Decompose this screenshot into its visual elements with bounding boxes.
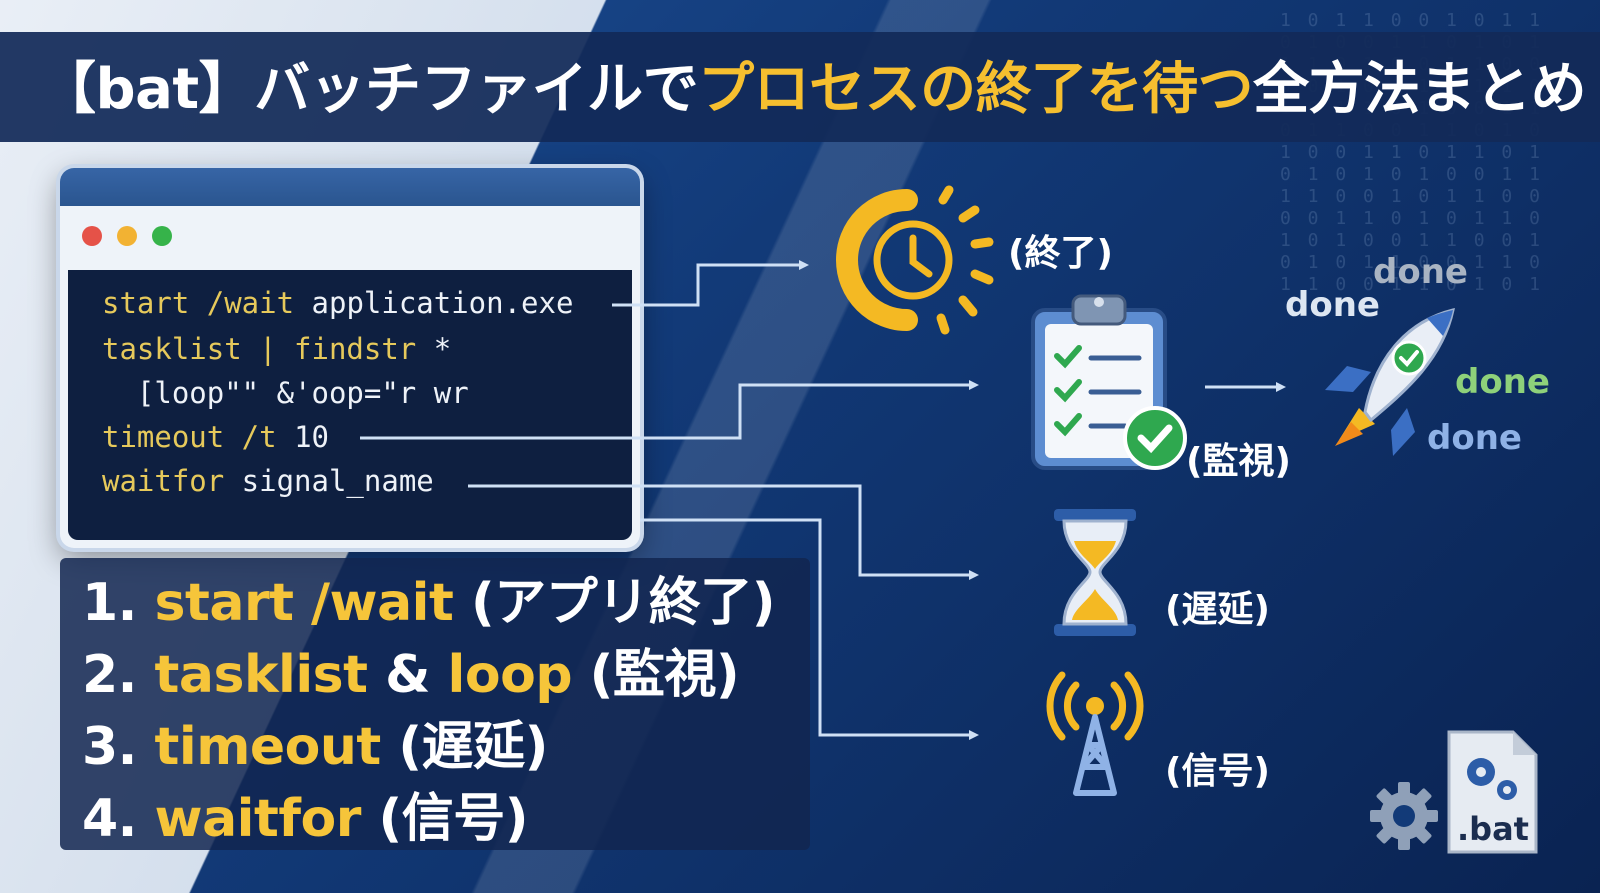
code-window: start /wait application.exe tasklist | f…	[60, 168, 640, 548]
window-close-dot	[82, 226, 102, 246]
done-label: done	[1285, 285, 1380, 325]
label-end: (終了)	[1008, 233, 1113, 274]
clipboard-checklist-icon	[1031, 294, 1187, 470]
title-bar	[0, 32, 1600, 142]
code-line: start /wait application.exe	[102, 286, 574, 320]
window-maximize-dot	[152, 226, 172, 246]
connector-delay	[468, 484, 979, 580]
method-item-3: 3. timeout (遅延)	[82, 717, 548, 777]
title-highlight: プロセスの終了を待つ	[698, 57, 1254, 122]
done-label: done	[1373, 252, 1468, 292]
page-title: 【bat】バッチファイルでプロセスの終了を待つ全方法まとめ	[40, 57, 1587, 122]
methods-list	[60, 558, 810, 850]
connector-end	[612, 260, 809, 307]
clock-sun-icon	[836, 185, 994, 335]
bat-file-label: .bat	[1457, 810, 1529, 848]
label-signal: (信号)	[1165, 751, 1270, 792]
code-editor: start /wait application.exe tasklist | f…	[68, 270, 632, 540]
method-item-2: 2. tasklist & loop (監視)	[82, 645, 740, 705]
code-line: tasklist | findstr *	[102, 332, 452, 366]
gear-icon	[1370, 782, 1438, 850]
code-line: waitfor signal_name	[102, 464, 434, 498]
code-line: timeout /t 10	[102, 420, 329, 454]
method-item-4: 4. waitfor (信号)	[82, 789, 529, 849]
connector-signal	[640, 518, 979, 740]
connector-monitor	[360, 380, 979, 440]
done-label: done	[1427, 418, 1522, 458]
code-window-titlebar	[60, 168, 640, 206]
label-monitor: (監視)	[1186, 441, 1291, 482]
hourglass-icon	[1054, 509, 1136, 636]
antenna-signal-icon	[1046, 671, 1144, 796]
label-delay: (遅延)	[1165, 589, 1270, 630]
code-line: [loop"" &'oop="r wr	[102, 376, 469, 410]
method-item-1: 1. start /wait (アプリ終了)	[82, 573, 775, 633]
window-minimize-dot	[117, 226, 137, 246]
bat-file-icon	[1447, 730, 1538, 854]
rocket-icon	[1325, 307, 1455, 456]
done-label: done	[1455, 362, 1550, 402]
